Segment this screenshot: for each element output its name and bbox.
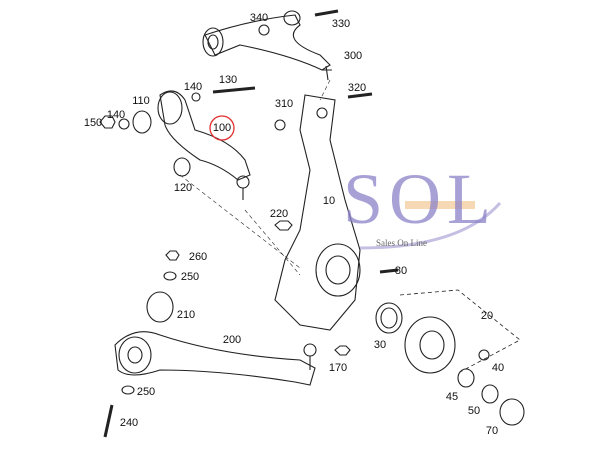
part-label: 220 bbox=[269, 208, 289, 220]
upper-control-arm bbox=[202, 9, 339, 81]
part-label: 130 bbox=[218, 74, 238, 86]
part-label: 30 bbox=[373, 339, 387, 351]
part-label: 150 bbox=[83, 117, 103, 129]
logo-subtitle: Sales On Line bbox=[376, 238, 427, 248]
part-label: 40 bbox=[491, 362, 505, 374]
part-label: 300 bbox=[343, 50, 363, 62]
part-label: 20 bbox=[480, 310, 494, 322]
part-label: 50 bbox=[467, 405, 481, 417]
part-label: 45 bbox=[445, 391, 459, 403]
lower-front-arm bbox=[99, 86, 373, 200]
part-label-highlighted: 100 bbox=[212, 122, 232, 134]
steering-knuckle bbox=[274, 94, 399, 331]
part-label: 330 bbox=[331, 18, 351, 30]
part-label: 320 bbox=[347, 82, 367, 94]
wheel-hub bbox=[179, 79, 525, 426]
part-label: 120 bbox=[173, 182, 193, 194]
part-label: 110 bbox=[132, 95, 150, 107]
part-label: 250 bbox=[136, 386, 156, 398]
part-label: 310 bbox=[274, 98, 294, 110]
part-label: 170 bbox=[328, 362, 348, 374]
part-label: 200 bbox=[222, 334, 242, 346]
part-label: 140 bbox=[183, 81, 203, 93]
part-label: 240 bbox=[119, 417, 139, 429]
part-label: 70 bbox=[485, 425, 499, 437]
part-label: 140 bbox=[106, 109, 126, 121]
highlight-circle bbox=[209, 115, 235, 141]
part-label: 210 bbox=[176, 309, 196, 321]
sol-logo: SOL bbox=[343, 159, 498, 239]
part-label: 340 bbox=[249, 12, 269, 24]
part-label: 260 bbox=[188, 251, 208, 263]
part-label: 250 bbox=[180, 271, 200, 283]
part-label: 80 bbox=[394, 265, 408, 277]
part-label: 10 bbox=[322, 195, 336, 207]
lower-control-arm bbox=[103, 250, 351, 438]
